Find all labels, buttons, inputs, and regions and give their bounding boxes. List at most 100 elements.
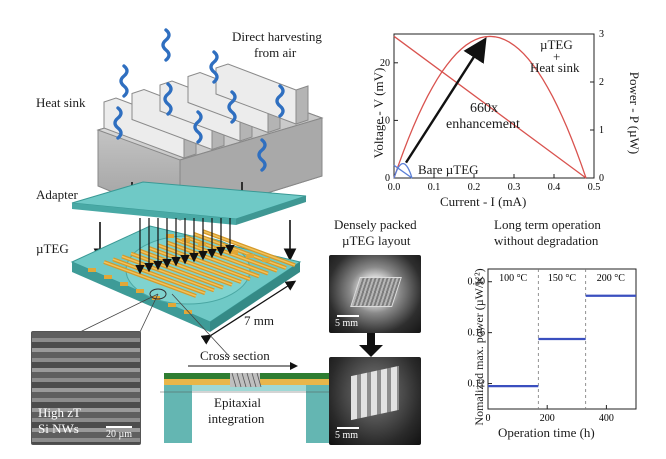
temperature-label: 200 °C: [597, 273, 625, 284]
lt-x-tick-label: 400: [599, 413, 614, 424]
thermoelectric-legs: [103, 229, 296, 298]
voltage-line: [393, 164, 413, 179]
te-leg-highlight: [121, 255, 215, 292]
xs-hatch: [251, 372, 257, 388]
iv-x-tick-label: 0.5: [588, 182, 601, 193]
te-leg-highlight: [175, 238, 269, 275]
pad: [246, 254, 254, 258]
heat-flow-arrows: [135, 218, 235, 275]
dimension-label: 7 mm: [244, 313, 274, 328]
uteg-photo-chip: [350, 277, 402, 307]
scale-label-top: 5 mm: [335, 318, 359, 329]
temperature-label: 100 °C: [499, 273, 527, 284]
pad: [230, 250, 238, 254]
photo-title-2: µTEG layout: [342, 233, 411, 248]
direct-harvesting-label-2: from air: [254, 45, 297, 60]
iv-y2-tick-label: 2: [599, 77, 604, 88]
pad: [262, 258, 270, 262]
sem-image: High zT Si NWs 20 µm: [31, 331, 141, 445]
xs-hatch: [231, 372, 237, 388]
iv-y2-axis-label: Power - P (µW): [627, 71, 642, 155]
photo-arrow: [359, 333, 383, 357]
pad: [168, 303, 176, 307]
lt-plot-frame: [487, 268, 637, 410]
sem-label-line2: Si NWs: [38, 421, 79, 436]
air-flow-icons: [113, 28, 285, 172]
air-squiggle-icon: [193, 110, 203, 144]
sem-scale-bar: [106, 426, 132, 428]
adapter-plate: [71, 181, 307, 225]
xs-hatch: [256, 372, 262, 388]
te-leg-highlight: [139, 250, 233, 286]
sem-scale-label: 20 µm: [106, 429, 133, 440]
longterm-title-1: Long term operation: [494, 217, 601, 232]
te-leg-highlight: [148, 247, 242, 283]
inset-guides: [79, 288, 231, 358]
lt-x-tick-label: 0: [486, 413, 491, 424]
xs-hatch: [236, 372, 242, 388]
pad: [88, 268, 96, 272]
air-squiggle-icon: [163, 82, 173, 116]
pad: [136, 289, 144, 293]
iv-x-tick-label: 0.2: [468, 182, 481, 193]
scale-bar-top: [337, 315, 359, 317]
air-squiggle-icon: [209, 50, 219, 84]
lt-y-tick-label: 0.20: [468, 277, 486, 288]
iv-x-tick-label: 0.0: [388, 182, 401, 193]
pad: [120, 282, 128, 286]
heat-sink-fins: [103, 63, 309, 159]
xs-hatch: [241, 372, 247, 388]
combo-label-2: +: [553, 49, 561, 64]
longterm-x-axis-label: Operation time (h): [498, 425, 595, 440]
te-leg-highlight: [112, 258, 206, 294]
combo-label-1: µTEG: [540, 37, 573, 52]
iv-y-tick-label: 0: [385, 173, 390, 184]
iv-y2-tick-label: 3: [599, 29, 604, 40]
air-squiggle-icon: [257, 138, 267, 172]
cross-section-label: Cross section: [200, 348, 270, 363]
sem-label-line1: High zT: [38, 405, 81, 420]
enhancement-arrow: [404, 37, 487, 164]
uteg-label: µTEG: [36, 241, 69, 256]
adapter-label: Adapter: [36, 187, 78, 202]
voltage-line: [393, 35, 587, 179]
power-curve: [393, 162, 413, 179]
fin-side: [295, 85, 309, 125]
iv-x-axis-label: Current - I (mA): [440, 194, 527, 209]
lt-y-tick-label: 0.16: [468, 328, 486, 339]
enhancement-label-1: 660x: [470, 101, 498, 116]
uteg-photo: 5 mm: [329, 255, 421, 333]
air-squiggle-icon: [161, 28, 171, 62]
air-squiggle-icon: [227, 90, 237, 124]
epitaxial-label-1: Epitaxial: [214, 395, 261, 410]
dimension-arrow: [200, 280, 297, 345]
longterm-y-axis-label: Nomalized max. power (µW/K²): [472, 268, 486, 426]
te-leg-highlight: [166, 241, 260, 278]
heat-sink-photo: 5 mm: [329, 357, 421, 445]
te-leg-highlight: [157, 244, 251, 280]
te-leg-highlight: [202, 230, 296, 266]
iv-plot-frame: [393, 33, 595, 179]
air-squiggle-icon: [119, 64, 129, 98]
iv-x-tick-label: 0.4: [548, 182, 561, 193]
iv-y-axis-label: Voltage - V (mV): [371, 67, 386, 159]
iv-y2-tick-label: 0: [599, 173, 604, 184]
bare-uteg-label: Bare µTEG: [418, 162, 479, 177]
pad: [184, 310, 192, 314]
xs-hatch: [246, 372, 252, 388]
pad: [104, 275, 112, 279]
iv-y-tick-label: 20: [380, 58, 390, 69]
iv-x-tick-label: 0.3: [508, 182, 521, 193]
combo-label-3: Heat sink: [530, 60, 580, 75]
lt-y-tick-label: 0.12: [468, 379, 486, 390]
epitaxial-label-2: integration: [208, 411, 265, 426]
heat-sink-label: Heat sink: [36, 95, 86, 110]
air-squiggle-icon: [113, 106, 123, 140]
te-leg-highlight: [103, 261, 197, 297]
heat-sink-photo-fins: [351, 365, 399, 421]
photo-title-1: Densely packed: [334, 217, 417, 232]
power-curve: [393, 35, 587, 179]
